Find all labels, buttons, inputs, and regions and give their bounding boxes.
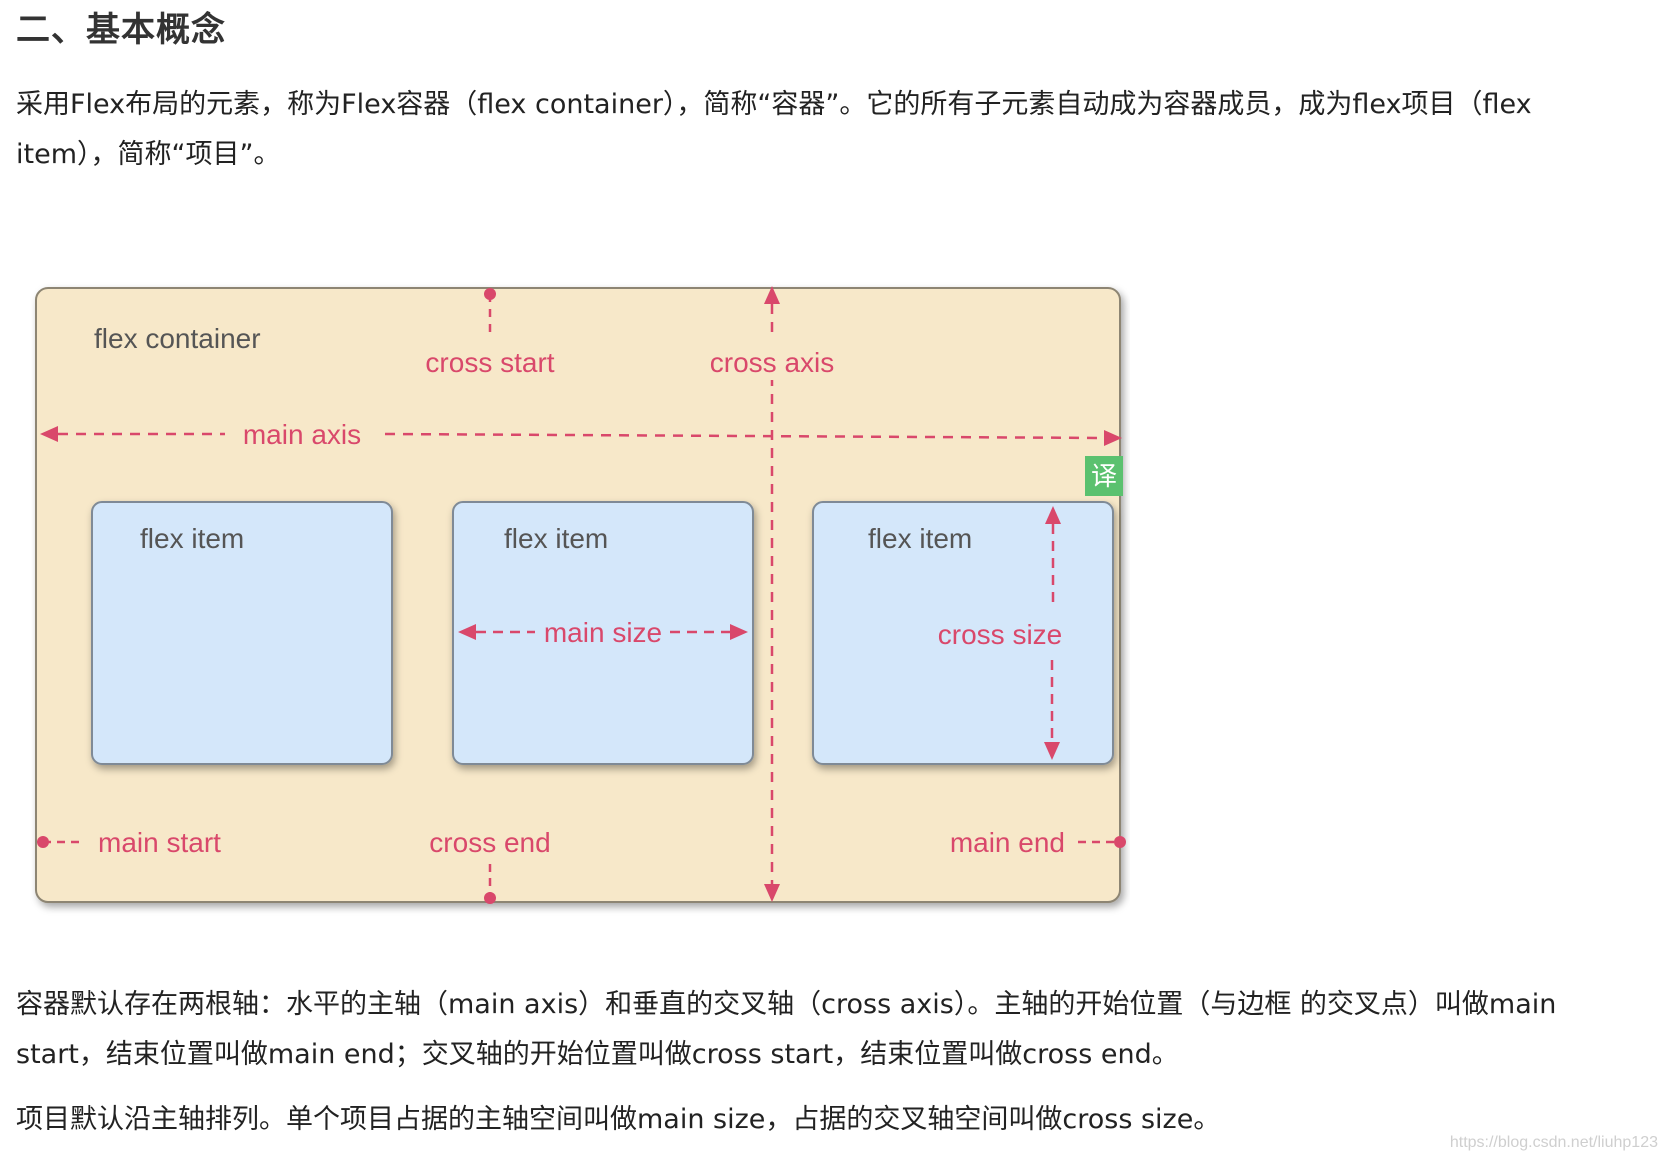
container-label: flex container [94, 323, 261, 354]
flex-item-2 [452, 501, 754, 765]
flexbox-diagram: flex container cross start cross axis ma… [30, 282, 1130, 922]
cross-axis-arrow-up [764, 286, 780, 304]
flex-item-3-label: flex item [868, 523, 972, 554]
cross-start-label: cross start [425, 347, 554, 378]
cross-size-arrow-up [1045, 506, 1061, 524]
cross-axis-label-bg [698, 340, 848, 380]
translate-badge-text: 译 [1091, 462, 1117, 492]
intro-paragraph: 采用Flex布局的元素，称为Flex容器（flex container），简称“… [16, 89, 1532, 170]
cross-axis-arrow-down [764, 884, 780, 902]
main-axis-arrow-right [1104, 430, 1122, 446]
cross-end-dot [484, 892, 496, 904]
main-size-label: main size [544, 617, 662, 648]
main-size-arrow-right [730, 624, 748, 640]
size-paragraph: 项目默认沿主轴排列。单个项目占据的主轴空间叫做main size，占据的交叉轴空… [16, 1104, 1221, 1135]
main-start-label: main start [98, 827, 221, 858]
flex-item-2-label: flex item [504, 523, 608, 554]
main-axis-line-right [384, 432, 1109, 440]
cross-end-label: cross end [429, 827, 550, 858]
main-axis-arrow-left [40, 426, 58, 442]
cross-size-arrow-down [1044, 742, 1060, 760]
translate-badge [1085, 456, 1123, 496]
main-axis-label: main axis [243, 419, 361, 450]
axes-paragraph: 容器默认存在两根轴：水平的主轴（main axis）和垂直的交叉轴（cross … [16, 989, 1557, 1070]
cross-size-label: cross size [938, 619, 1062, 650]
flex-item-3 [812, 501, 1114, 765]
cross-axis-label: cross axis [710, 347, 834, 378]
main-size-arrow-left [458, 624, 476, 640]
watermark: https://blog.csdn.net/liuhp123 [1449, 1134, 1658, 1151]
flex-item-1-label: flex item [140, 523, 244, 554]
main-end-dot [1114, 836, 1126, 848]
flex-item-1 [91, 501, 393, 765]
section-heading: 二、基本概念 [16, 10, 226, 50]
main-end-label: main end [950, 827, 1065, 858]
